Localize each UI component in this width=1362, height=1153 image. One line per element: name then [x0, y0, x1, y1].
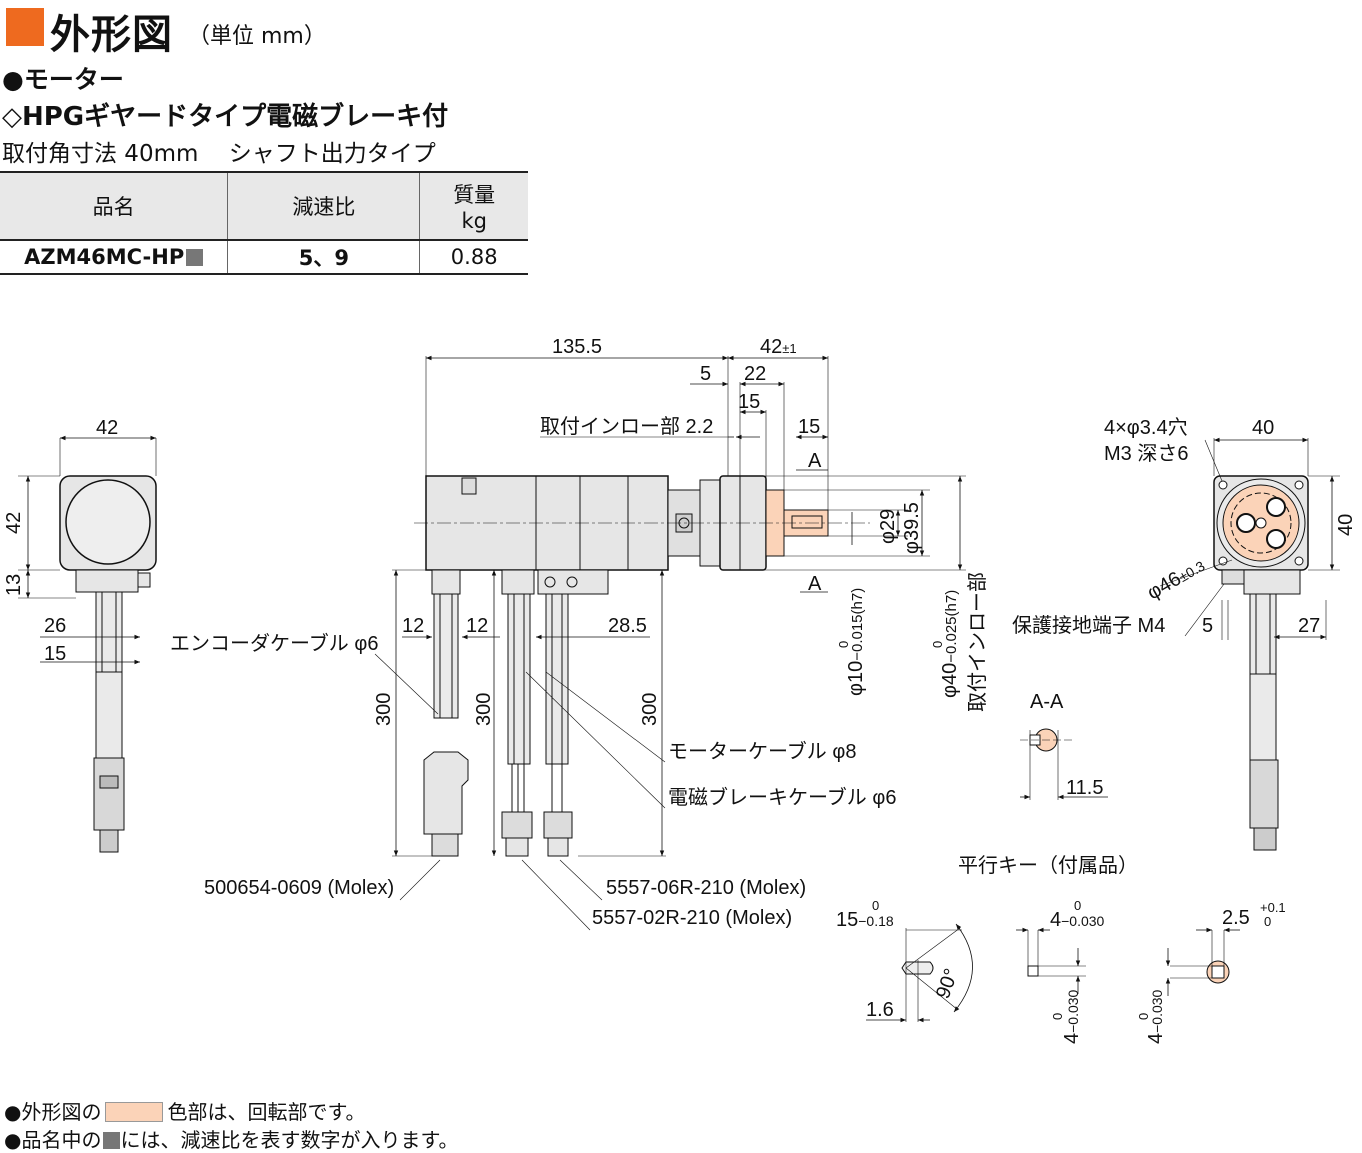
encoder-cable-label: エンコーダケーブル φ6: [170, 631, 378, 655]
pcd: φ46±0.3: [1144, 554, 1209, 604]
ratio-placeholder-square: [186, 249, 204, 266]
dia-29: φ29: [877, 509, 899, 544]
shaft-diameter: φ10−0.015(h7): [845, 588, 867, 696]
key-length-tol-upper: 0: [872, 898, 879, 913]
note-ratio-before: ●品名中の: [4, 1128, 102, 1152]
keyway-depth-tol-lower: 0: [1264, 914, 1271, 929]
keyway-height: 4−0.030: [1145, 989, 1167, 1044]
front-d27: 27: [1298, 615, 1320, 637]
cable-300b: 300: [473, 693, 495, 726]
keyway-depth: 2.5: [1222, 907, 1250, 929]
shaft-tol-upper: 0: [836, 641, 851, 648]
section-mark-bottom: A: [808, 573, 822, 595]
header-mass-unit: kg: [461, 209, 487, 233]
dim-22: 22: [744, 363, 766, 385]
rotating-color-swatch: [105, 1102, 164, 1122]
mount-tap: M3 深さ6: [1104, 442, 1188, 465]
dia-39-5: φ39.5: [901, 502, 923, 554]
header-ratio: 減速比: [227, 171, 420, 241]
motor-cable-label: モーターケーブル φ8: [668, 739, 856, 763]
rear-height: 42: [3, 512, 25, 534]
rear-view: [18, 435, 157, 853]
spec-table: 品名 減速比 質量 kg AZM46MC-HP 5、9 0.88: [0, 171, 528, 275]
spigot-depth: 取付インロー部 2.2: [540, 415, 713, 438]
cable-28-5: 28.5: [608, 615, 647, 637]
section-aa: [1020, 728, 1108, 800]
rear-d15: 15: [44, 643, 66, 665]
key-angle: 90°: [932, 966, 963, 1002]
title-marker: [6, 8, 44, 46]
ratio-placeholder-square: [103, 1132, 121, 1149]
key-height-tol-upper: 0: [1050, 1013, 1065, 1020]
header-mass: 質量 kg: [419, 171, 528, 241]
dim-5: 5: [700, 363, 711, 385]
key-width: 4−0.030: [1050, 909, 1105, 931]
front-height: 40: [1335, 514, 1357, 536]
section-label: A-A: [1030, 691, 1064, 713]
model-name: AZM46MC-HP: [24, 245, 185, 269]
section-d11-5: 11.5: [1066, 777, 1103, 799]
cell-mass: 0.88: [419, 240, 528, 275]
rear-d26: 26: [44, 615, 66, 637]
spec-table-header: 品名 減速比 質量 kg: [0, 171, 528, 241]
key-length: 15−0.18: [836, 909, 894, 931]
key-chamfer: 1.6: [866, 999, 894, 1021]
unit-label: （単位 mm）: [188, 24, 326, 49]
spigot-diameter: φ40−0.025(h7): [939, 590, 961, 698]
header-model: 品名: [0, 171, 228, 241]
shaft-length: 42±1: [760, 336, 797, 358]
key-height: 4−0.030: [1061, 989, 1083, 1044]
keyway-height-tol-upper: 0: [1136, 1013, 1151, 1020]
total-length: 135.5: [552, 336, 602, 358]
cable-300a: 300: [373, 693, 395, 726]
brake-connector-label: 5557-02R-210 (Molex): [592, 907, 792, 929]
spigot-label: 取付インロー部: [966, 572, 989, 712]
note-rotating-after: 色部は、回転部です。: [167, 1100, 366, 1124]
note-rotating: ●外形図の 色部は、回転部です。: [4, 1096, 365, 1125]
cell-model: AZM46MC-HP: [0, 240, 228, 275]
rear-d13: 13: [3, 574, 25, 596]
cell-ratio: 5、9: [227, 240, 420, 275]
brake-cable-label: 電磁ブレーキケーブル φ6: [668, 785, 896, 809]
front-view: [1159, 437, 1340, 851]
front-width: 40: [1252, 417, 1274, 439]
parallel-key: [866, 923, 1240, 1023]
mount-size-heading: 取付角寸法 40mm シャフト出力タイプ: [2, 141, 436, 167]
note-ratio: ●品名中のには、減速比を表す数字が入ります。: [4, 1124, 458, 1153]
cable-12a: 12: [402, 615, 424, 637]
front-d5: 5: [1202, 615, 1213, 637]
category-heading: ●モーター: [2, 65, 124, 94]
key-title: 平行キー（付属品）: [958, 854, 1138, 877]
side-view: [374, 355, 966, 931]
motor-connector-label: 5557-06R-210 (Molex): [606, 877, 806, 899]
spigot-tol-upper: 0: [930, 641, 945, 648]
page-title: 外形図: [50, 12, 173, 58]
rear-width: 42: [96, 417, 118, 439]
note-rotating-before: ●外形図の: [4, 1100, 102, 1124]
keyway-depth-tol-upper: +0.1: [1260, 900, 1286, 915]
dim-15a: 15: [738, 391, 760, 413]
dim-15b: 15: [798, 416, 820, 438]
table-row: AZM46MC-HP 5、9 0.88: [0, 240, 528, 275]
section-mark-top: A: [808, 450, 822, 472]
encoder-connector-label: 500654-0609 (Molex): [204, 877, 394, 899]
cable-300c: 300: [639, 693, 661, 726]
header-mass-label: 質量: [453, 183, 496, 207]
cable-12b: 12: [466, 615, 488, 637]
key-width-tol-upper: 0: [1074, 898, 1081, 913]
ground-terminal: 保護接地端子 M4: [1012, 614, 1165, 637]
mount-holes: 4×φ3.4穴: [1104, 416, 1188, 439]
note-ratio-after: には、減速比を表す数字が入ります。: [120, 1128, 459, 1152]
product-type-heading: ◇HPGギヤードタイプ電磁ブレーキ付: [2, 102, 449, 132]
